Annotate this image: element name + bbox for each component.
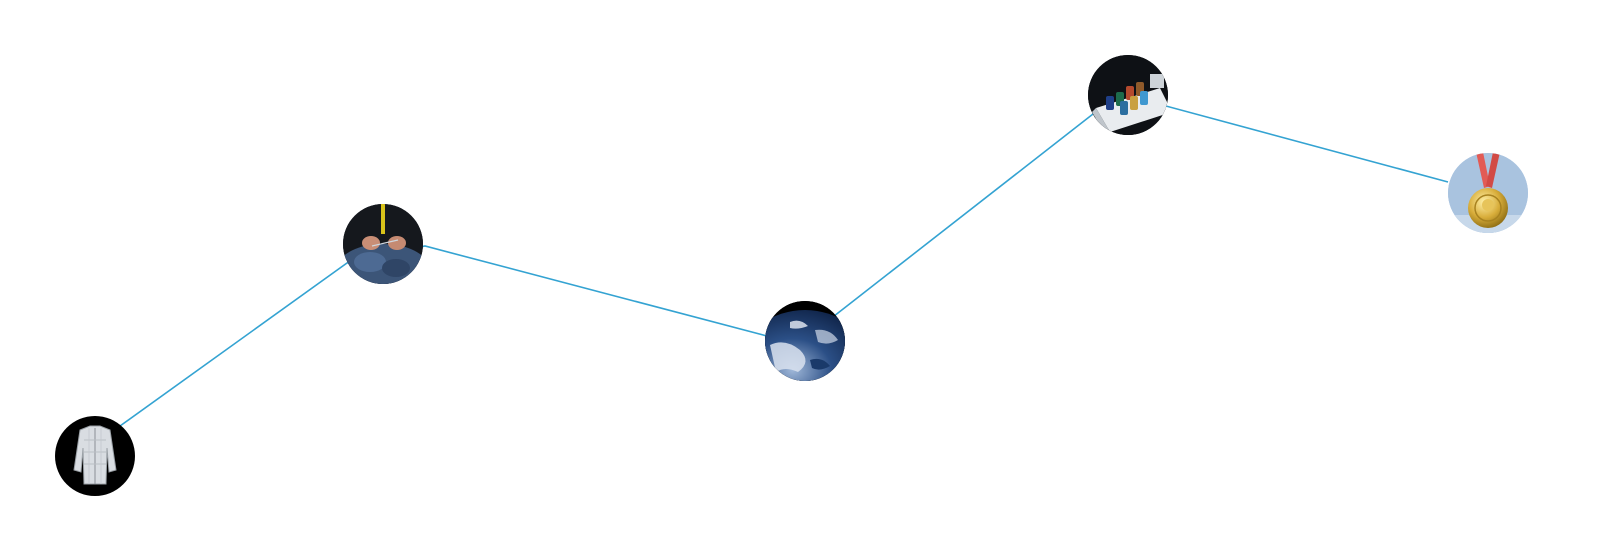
timeline-connector-line <box>119 105 1449 427</box>
gold-medal-icon <box>1448 153 1528 233</box>
knitting-hands-icon <box>343 204 423 284</box>
earth-from-space-icon <box>765 301 845 381</box>
shirt-icon <box>55 416 135 496</box>
thread-spools-icon <box>1088 55 1168 135</box>
